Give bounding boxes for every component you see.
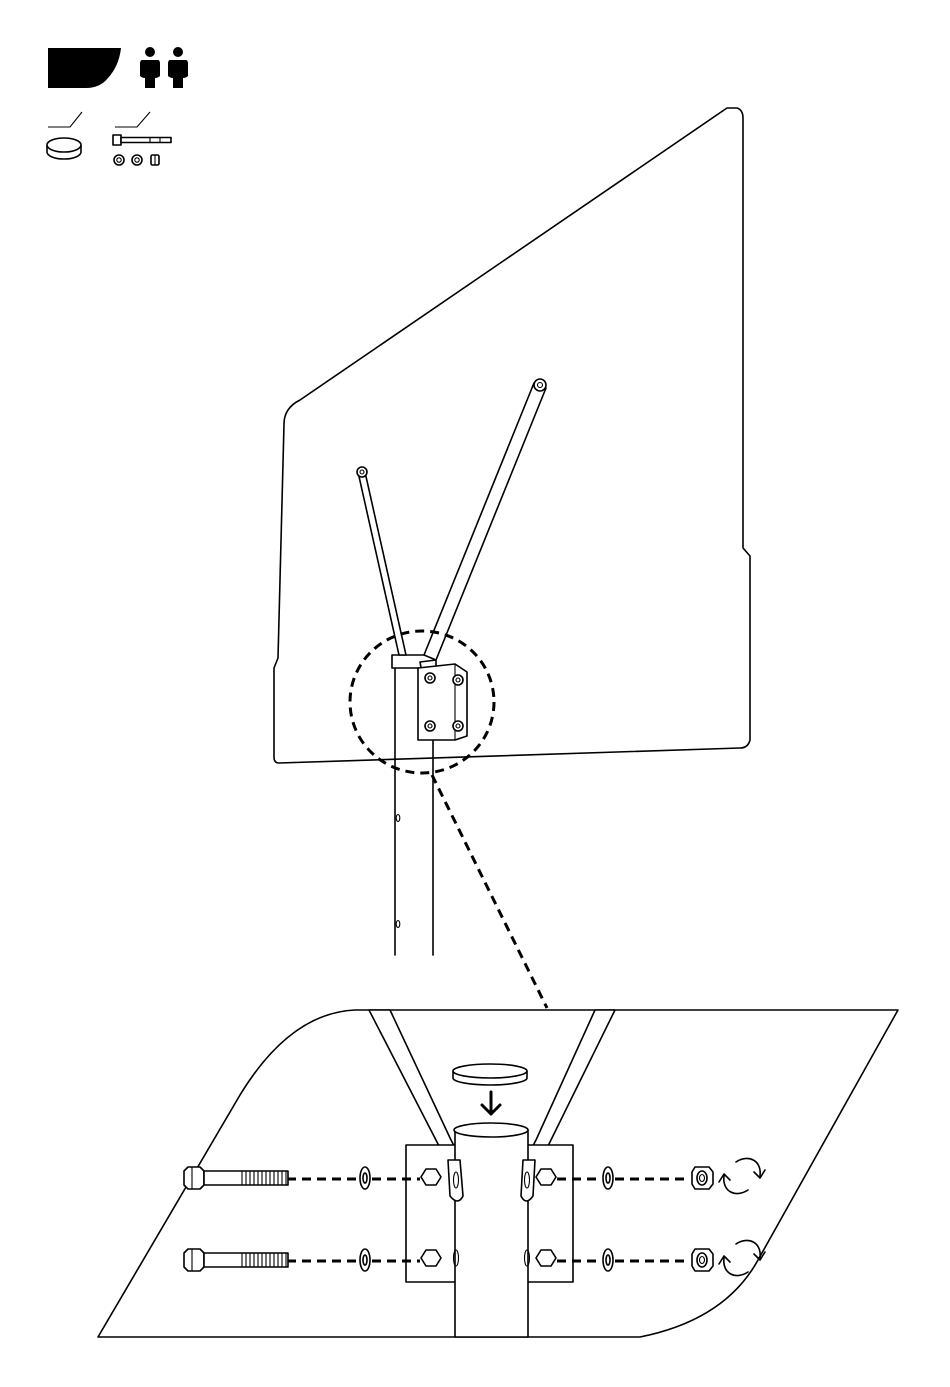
washer-icon — [603, 1249, 613, 1271]
callout-leader-line — [432, 775, 547, 1008]
bolt-icon — [184, 1167, 288, 1189]
nut-icon — [692, 1167, 713, 1189]
two-person-icon — [140, 47, 188, 88]
bolt-washers-nut-icon — [113, 135, 171, 165]
washer-icon — [360, 1167, 370, 1189]
mounting-bracket-icon — [418, 664, 467, 740]
parts-list — [47, 112, 171, 165]
detail-view — [98, 1010, 898, 1337]
washer-icon — [360, 1249, 370, 1271]
tighten-rotate-icon — [719, 1240, 765, 1275]
support-brace-icon — [357, 379, 546, 687]
foam-pad-detail — [453, 1064, 527, 1085]
tighten-rotate-icon — [719, 1158, 765, 1193]
bolt-washers-nut-part — [113, 112, 171, 165]
foam-pad-part — [47, 112, 82, 159]
pole-detail — [454, 1123, 528, 1337]
step-badge-icon — [48, 48, 121, 88]
insert-down-arrow-icon — [482, 1092, 500, 1114]
nut-icon — [692, 1249, 713, 1271]
foam-pad-icon — [47, 138, 81, 159]
washer-icon — [603, 1167, 613, 1189]
overview-view — [274, 108, 750, 1008]
bolt-icon — [184, 1249, 288, 1271]
